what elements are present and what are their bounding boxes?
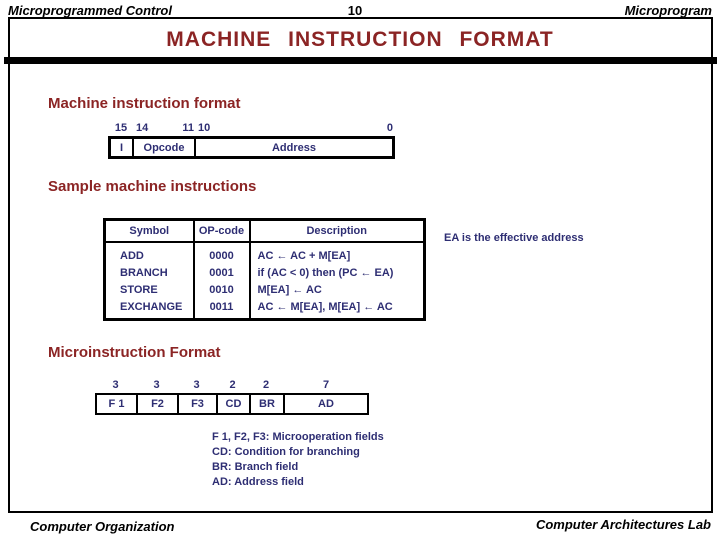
legend-line-ad: AD: Address field: [212, 476, 304, 488]
width-label-f1: 3: [112, 379, 119, 391]
cell-description: AC ← M[EA], M[EA] ← AC: [257, 300, 393, 313]
col-header-description: Description: [249, 219, 425, 243]
legend-line-f-fields: F 1, F2, F3: Microoperation fields: [212, 431, 384, 443]
cell-opcode: 0000: [193, 242, 251, 264]
bit-label-10: 10: [198, 122, 211, 134]
cell-description: M[EA] ← AC: [257, 283, 322, 296]
legend-line-cd: CD: Condition for branching: [212, 446, 360, 458]
cell-opcode: 0001: [193, 264, 251, 281]
slide-title: MACHINE INSTRUCTION FORMAT: [166, 28, 554, 51]
machine-format-heading: Machine instruction format: [48, 95, 241, 112]
field-legend: F 1, F2, F3: Microoperation fields CD: C…: [212, 430, 384, 490]
table-row: STORE 0010 M[EA] ← AC: [104, 281, 425, 298]
cell-description: AC ← AC + M[EA]: [257, 249, 351, 262]
legend-line-br: BR: Branch field: [212, 461, 299, 473]
field-cell-f1: F 1: [97, 395, 138, 413]
instruction-field-row: I Opcode Address: [108, 136, 395, 159]
field-cell-f2: F2: [138, 395, 179, 413]
bit-position-labels: 15 14 11 10 0: [108, 122, 395, 136]
width-label-f2: 3: [153, 379, 160, 391]
footer-lab-name: Computer Architectures Lab: [535, 517, 711, 532]
table-row: EXCHANGE 0011 AC ← M[EA], M[EA] ← AC: [104, 298, 425, 320]
footer-course-name: Computer Organization: [30, 519, 175, 534]
cell-symbol: EXCHANGE: [104, 298, 195, 320]
cell-symbol: BRANCH: [104, 264, 195, 281]
cell-symbol: ADD: [104, 242, 195, 264]
field-cell-cd: CD: [218, 395, 251, 413]
width-label-br: 2: [262, 379, 270, 391]
machine-instruction-diagram: 15 14 11 10 0 I Opcode Address: [108, 122, 395, 159]
field-cell-br: BR: [251, 395, 285, 413]
field-cell-i: I: [111, 139, 134, 156]
width-label-f3: 3: [193, 379, 200, 391]
cell-opcode: 0011: [193, 298, 251, 320]
microinstruction-diagram: 3 3 3 2 2 7 F 1 F2 F3 CD BR AD: [95, 379, 369, 415]
header-chapter-title: Microprogram: [624, 3, 712, 18]
microinstruction-format-heading: Microinstruction Format: [48, 344, 221, 361]
sample-instructions-table: Symbol OP-code Description ADD 0000 AC ←…: [103, 218, 426, 321]
cell-symbol: STORE: [104, 281, 195, 298]
field-cell-ad: AD: [318, 398, 334, 410]
bit-label-15: 15: [114, 122, 128, 134]
page-number: 10: [347, 3, 363, 18]
sample-instructions-heading: Sample machine instructions: [48, 178, 257, 195]
field-width-labels: 3 3 3 2 2 7: [95, 379, 369, 393]
ea-note: EA is the effective address: [444, 232, 584, 244]
header-course-title: Microprogrammed Control: [8, 3, 172, 18]
table-row: ADD 0000 AC ← AC + M[EA]: [104, 242, 425, 264]
cell-opcode: 0010: [193, 281, 251, 298]
field-cell-opcode: Opcode: [134, 139, 196, 156]
field-cell-f3: F3: [179, 395, 218, 413]
field-cell-address: Address: [271, 141, 317, 154]
width-label-cd: 2: [229, 379, 236, 391]
table-header-row: Symbol OP-code Description: [104, 219, 425, 243]
bit-label-11: 11: [182, 122, 194, 134]
col-header-symbol: Symbol: [104, 219, 195, 243]
cell-description: if (AC < 0) then (PC ← EA): [257, 266, 394, 279]
table-row: BRANCH 0001 if (AC < 0) then (PC ← EA): [104, 264, 425, 281]
bit-label-0: 0: [386, 122, 393, 134]
microinstruction-field-row: F 1 F2 F3 CD BR AD: [95, 393, 369, 415]
width-label-ad: 7: [322, 379, 330, 391]
title-underline-bar: [4, 57, 717, 64]
col-header-opcode: OP-code: [193, 219, 251, 243]
bit-label-14: 14: [136, 122, 149, 134]
